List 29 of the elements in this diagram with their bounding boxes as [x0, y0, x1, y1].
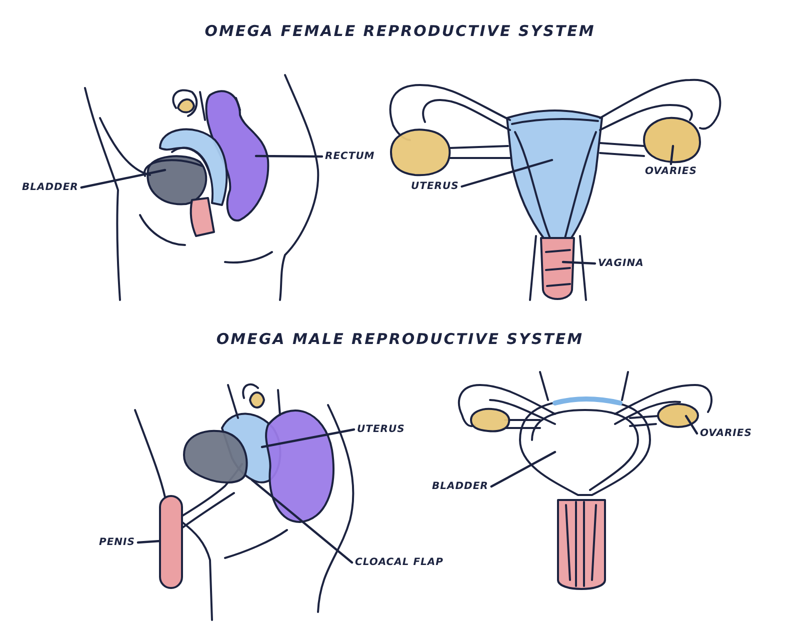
- diagram-title: OMEGA FEMALE REPRODUCTIVE SYSTEM: [204, 22, 596, 40]
- bladder-drawing: [519, 399, 651, 496]
- organ-label: BLADDER: [432, 481, 488, 492]
- leader-line: [250, 478, 354, 564]
- organ-label: VAGINA: [598, 258, 644, 269]
- leader-line: [254, 154, 324, 158]
- leader-line: [490, 450, 556, 488]
- leader-line: [136, 540, 162, 544]
- bladder-drawing: [146, 155, 208, 206]
- organ-label: BLADDER: [22, 182, 78, 193]
- rectum-drawing: [205, 90, 270, 222]
- section-heading: OMEGA MALE REPRODUCTIVE SYSTEM: [215, 330, 585, 348]
- leader-line: [80, 168, 166, 189]
- organ-label: OVARIES: [645, 166, 697, 177]
- organ-label: UTERUS: [357, 424, 405, 435]
- vagina-drawing: [540, 237, 575, 300]
- leader-line: [460, 158, 554, 188]
- ovary-drawing: [657, 403, 699, 428]
- organ-label: UTERUS: [411, 181, 459, 192]
- organ-label: PENIS: [99, 537, 135, 548]
- organ-label: CLOACAL FLAP: [355, 557, 444, 568]
- leader-line: [670, 144, 674, 166]
- organ-label: OVARIES: [700, 428, 752, 439]
- penis-drawing: [159, 495, 183, 589]
- ovary-drawing: [643, 116, 701, 164]
- leader-line: [562, 260, 596, 265]
- organ-label: RECTUM: [325, 151, 375, 162]
- leader-line: [260, 428, 356, 448]
- leader-line: [684, 414, 698, 435]
